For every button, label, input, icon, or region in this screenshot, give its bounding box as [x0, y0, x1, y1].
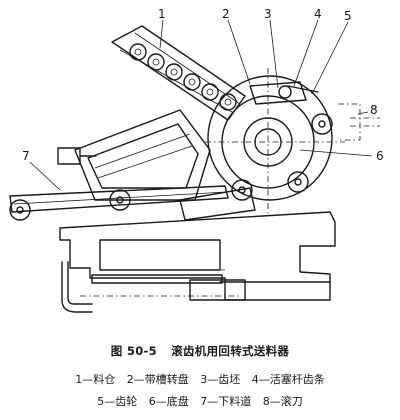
legend-item: 3—齿坯	[200, 373, 241, 386]
legend-item: 6—底盘	[148, 395, 189, 408]
legend-item: 2—带槽转盘	[126, 373, 189, 386]
callout-4: 4	[314, 7, 322, 21]
callout-2: 2	[222, 7, 230, 21]
legend-item: 5—齿轮	[97, 395, 138, 408]
gear-blank	[165, 63, 183, 81]
leader-lines	[29, 19, 373, 191]
piston-cylinder	[57, 109, 256, 221]
disc-slot-blanks	[231, 113, 333, 201]
legend-item: 4—活塞杆齿条	[251, 373, 325, 386]
legend-item: 8—滚刀	[262, 395, 303, 408]
legend-item: 7—下料道	[200, 395, 252, 408]
figure-caption: 图 50-5 滚齿机用回转式送料器	[0, 343, 400, 359]
parts-legend-line-2: 5—齿轮 6—底盘 7—下料道 8—滚刀	[0, 393, 400, 409]
gear-blank	[9, 199, 31, 221]
machine-bed	[59, 211, 336, 313]
callout-1: 1	[158, 7, 166, 21]
machine-drawing: 1 2 3 4 5 8 6 7	[9, 7, 384, 313]
parts-legend-line-1: 1—料仓 2—带槽转盘 3—齿坯 4—活塞杆齿条	[0, 371, 400, 387]
gear-blank	[231, 179, 253, 201]
gear-blank	[287, 171, 309, 193]
callout-5: 5	[344, 9, 352, 23]
storage-hopper	[111, 25, 246, 121]
gear-blank	[219, 93, 237, 111]
callout-3: 3	[264, 7, 272, 21]
callout-6: 6	[376, 149, 384, 163]
gear-blank	[129, 43, 147, 61]
figure-title: 滚齿机用回转式送料器	[171, 344, 290, 358]
figure-number: 图 50-5	[110, 344, 157, 358]
gear-blank	[147, 53, 165, 71]
gear-blank	[109, 189, 131, 211]
hob-cutter	[338, 103, 380, 141]
callout-7: 7	[22, 149, 30, 163]
gear-blank	[311, 113, 333, 135]
rotary-disc	[205, 68, 345, 214]
callout-8: 8	[370, 103, 378, 117]
gear-blank	[201, 83, 219, 101]
gear-blank	[183, 73, 201, 91]
discharge-chute	[9, 185, 229, 221]
legend-item: 1—料仓	[75, 373, 116, 386]
